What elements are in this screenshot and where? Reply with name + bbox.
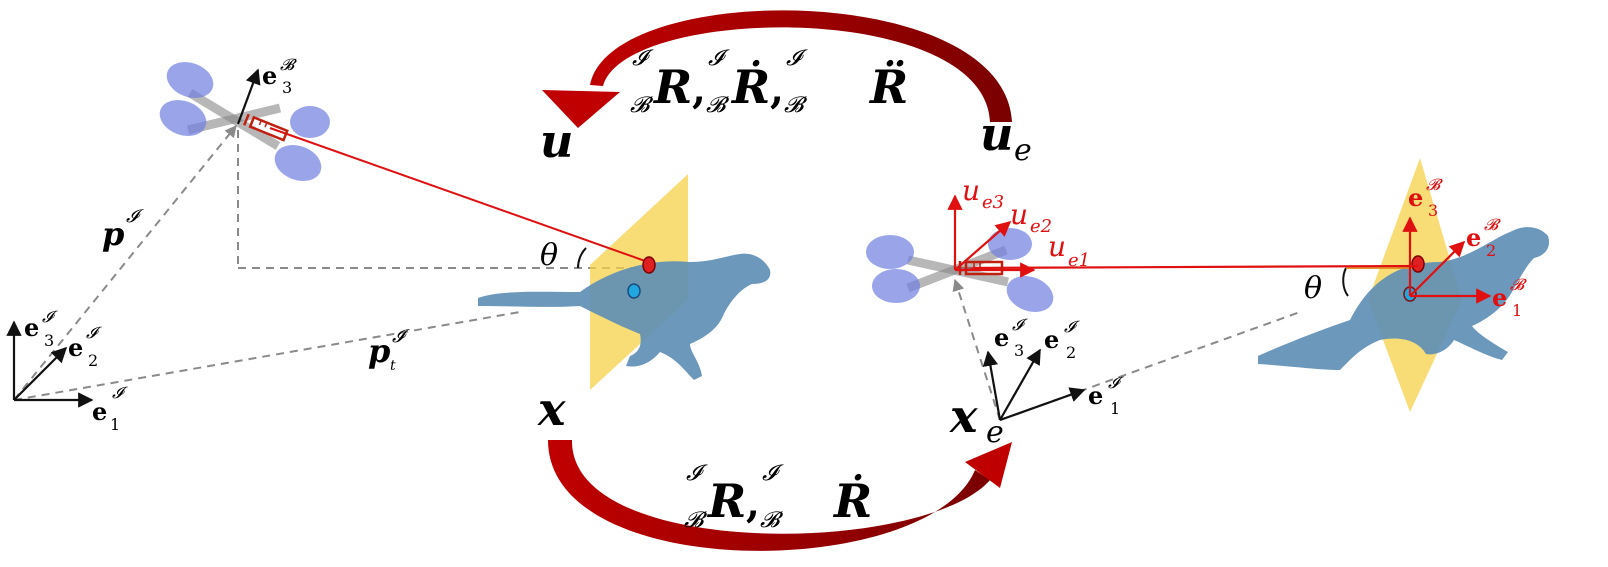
svg-text:R̈: R̈ — [868, 59, 908, 114]
svg-text:1: 1 — [110, 415, 120, 434]
svg-text:3: 3 — [1428, 201, 1438, 220]
svg-text:2: 2 — [88, 351, 98, 370]
svg-text:𝓘: 𝓘 — [1012, 315, 1028, 334]
svg-text:1: 1 — [1512, 301, 1522, 320]
svg-text:u: u — [962, 174, 980, 207]
svg-text:R: R — [652, 60, 692, 114]
svg-text:p: p — [368, 332, 390, 370]
svg-text:e2: e2 — [1030, 216, 1052, 237]
svg-text:,: , — [746, 480, 760, 527]
node-x-e-base: x — [949, 389, 978, 443]
node-x-e-sub: e — [986, 415, 1004, 450]
svg-text:t: t — [390, 358, 396, 374]
top-transfer-arc — [542, 10, 1012, 128]
cheetah-silhouette-icon — [1258, 227, 1550, 370]
svg-text:𝓑: 𝓑 — [280, 55, 297, 74]
svg-text:e: e — [1044, 325, 1059, 354]
syringe-icon — [243, 113, 289, 142]
left-scene: θ — [6, 62, 771, 408]
svg-text:e: e — [1492, 283, 1507, 312]
svg-text:𝓑: 𝓑 — [706, 93, 730, 118]
target-point-red — [1411, 255, 1425, 273]
bottom-arc-arrowhead — [965, 442, 1012, 488]
top-arc-arrowhead — [542, 90, 620, 128]
svg-text:e: e — [1088, 381, 1103, 410]
svg-text:e3: e3 — [982, 192, 1004, 213]
svg-text:2: 2 — [1066, 343, 1076, 362]
node-u: u — [540, 114, 573, 168]
svg-text:Ṙ: Ṙ — [730, 59, 770, 114]
syringe-icon — [958, 260, 1004, 276]
target-point-cyan — [627, 283, 641, 299]
svg-text:𝓘: 𝓘 — [786, 46, 808, 71]
target-point-red — [642, 256, 656, 274]
svg-text:e1: e1 — [1068, 250, 1090, 271]
node-x: x — [537, 382, 566, 436]
svg-text:𝓘: 𝓘 — [1064, 317, 1080, 336]
svg-text:u: u — [1048, 230, 1066, 263]
quadrotor-icon — [159, 62, 330, 181]
top-arc-label: 𝓘 𝓑 R , 𝓘 𝓑 Ṙ , 𝓘 𝓑 R̈ — [630, 46, 908, 118]
svg-text:𝓑: 𝓑 — [1510, 275, 1527, 294]
svg-text:θ: θ — [1304, 271, 1322, 306]
svg-text:𝓘: 𝓘 — [86, 323, 102, 342]
svg-text:3: 3 — [282, 78, 292, 97]
right-scene-labels: u e3 u e2 u e1 e 3 𝓘 e 2 𝓘 e 1 𝓘 e 3 𝓑 e… — [962, 174, 1527, 418]
svg-text:e: e — [1466, 223, 1481, 252]
svg-text:e: e — [1408, 183, 1423, 212]
node-u-e-base: u — [980, 107, 1013, 161]
node-labels: u u e x x e — [537, 107, 1032, 450]
svg-text:Ṙ: Ṙ — [832, 473, 872, 528]
svg-text:𝓑: 𝓑 — [1426, 175, 1443, 194]
svg-text:𝓘: 𝓘 — [392, 326, 410, 347]
svg-text:𝓘: 𝓘 — [686, 461, 708, 486]
svg-text:R: R — [706, 474, 746, 528]
svg-text:𝓑: 𝓑 — [1484, 215, 1501, 234]
svg-text:2: 2 — [1486, 241, 1496, 260]
svg-text:e: e — [24, 313, 39, 342]
svg-text:𝓑: 𝓑 — [760, 508, 784, 533]
svg-text:,: , — [692, 66, 706, 113]
svg-text:𝓘: 𝓘 — [632, 46, 654, 71]
quadrotor-icon — [866, 228, 1054, 312]
node-u-e-sub: e — [1014, 133, 1032, 168]
bottom-arc-label: 𝓘 𝓑 R , 𝓘 𝓑 Ṙ — [684, 461, 872, 533]
svg-text:θ: θ — [540, 238, 558, 273]
svg-text:𝓘: 𝓘 — [42, 307, 58, 326]
svg-text:p: p — [102, 215, 124, 253]
svg-text:𝓘: 𝓘 — [112, 383, 128, 402]
svg-text:e: e — [994, 323, 1009, 352]
svg-text:𝓘: 𝓘 — [126, 206, 144, 227]
svg-text:3: 3 — [1014, 341, 1024, 360]
svg-text:𝓑: 𝓑 — [784, 93, 808, 118]
svg-text:1: 1 — [1110, 399, 1120, 418]
svg-text:e: e — [262, 61, 277, 90]
svg-text:u: u — [1010, 198, 1028, 231]
svg-text:,: , — [770, 66, 784, 113]
right-scene: θ — [866, 158, 1550, 422]
svg-text:e: e — [92, 397, 107, 426]
svg-text:3: 3 — [44, 331, 54, 350]
cheetah-silhouette-icon — [478, 253, 771, 380]
svg-text:𝓑: 𝓑 — [630, 93, 654, 118]
svg-text:𝓘: 𝓘 — [762, 461, 784, 486]
svg-text:e: e — [68, 333, 83, 362]
bottom-transfer-arc — [548, 440, 1012, 551]
svg-text:𝓘: 𝓘 — [708, 46, 730, 71]
